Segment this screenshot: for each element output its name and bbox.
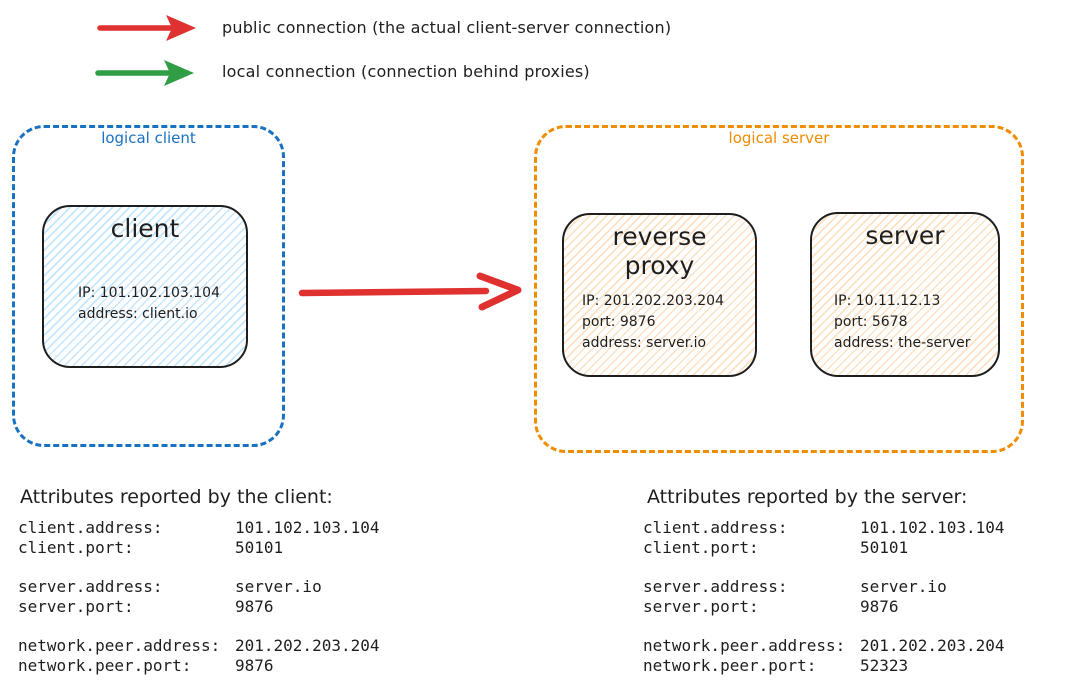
attr-key: network.peer.address: bbox=[643, 636, 846, 655]
attr-key: client.address: bbox=[18, 518, 163, 537]
attr-key: network.peer.port: bbox=[643, 656, 817, 675]
logical-client-frame bbox=[12, 125, 285, 447]
server-node-port: port: 5678 bbox=[834, 314, 908, 330]
client-node-ip: IP: 101.102.103.104 bbox=[78, 285, 220, 301]
client-node-address: address: client.io bbox=[78, 306, 198, 322]
logical-server-frame bbox=[534, 125, 1024, 453]
server-node-title: server bbox=[865, 221, 945, 250]
table-row: network.peer.address: 201.202.203.204 bbox=[643, 636, 1005, 656]
attr-value: 101.102.103.104 bbox=[235, 518, 380, 537]
attr-value: 9876 bbox=[860, 597, 899, 616]
attr-key: network.peer.address: bbox=[18, 636, 221, 655]
attr-value: server.io bbox=[235, 577, 322, 596]
attr-value: 50101 bbox=[235, 538, 284, 557]
table-row: network.peer.address: 201.202.203.204 bbox=[18, 636, 380, 656]
legend-public-connection-label: public connection (the actual client-ser… bbox=[222, 18, 672, 37]
attr-value: 52323 bbox=[860, 656, 909, 675]
table-row: server.address: server.io bbox=[18, 577, 380, 597]
public-connection-arrow-icon bbox=[96, 12, 200, 44]
reverse-proxy-node-address: address: server.io bbox=[582, 335, 707, 351]
reverse-proxy-node-ip: IP: 201.202.203.204 bbox=[582, 293, 724, 309]
client-node: client IP: 101.102.103.104 address: clie… bbox=[42, 205, 248, 368]
attr-key: client.address: bbox=[643, 518, 788, 537]
table-row: server.port: 9876 bbox=[643, 597, 1005, 617]
public-connection-arrow bbox=[294, 268, 526, 316]
attr-value: server.io bbox=[860, 577, 947, 596]
attr-value: 101.102.103.104 bbox=[860, 518, 1005, 537]
client-node-title: client bbox=[110, 214, 180, 243]
table-row: network.peer.port: 9876 bbox=[18, 656, 380, 676]
attr-key: network.peer.port: bbox=[18, 656, 192, 675]
table-row: client.address: 101.102.103.104 bbox=[18, 518, 380, 538]
attr-key: server.port: bbox=[18, 597, 134, 616]
reverse-proxy-node-title: reverse proxy bbox=[612, 222, 707, 280]
server-node: server IP: 10.11.12.13 port: 5678 addres… bbox=[810, 212, 1000, 377]
attr-value: 201.202.203.204 bbox=[235, 636, 380, 655]
legend-local-connection-label: local connection (connection behind prox… bbox=[222, 62, 590, 81]
client-attributes-heading: Attributes reported by the client: bbox=[20, 486, 333, 508]
attr-value: 201.202.203.204 bbox=[860, 636, 1005, 655]
attr-value: 9876 bbox=[235, 597, 274, 616]
attr-key: client.port: bbox=[643, 538, 759, 557]
logical-client-label: logical client bbox=[101, 129, 196, 147]
table-row: client.address: 101.102.103.104 bbox=[643, 518, 1005, 538]
attr-key: server.port: bbox=[643, 597, 759, 616]
table-row: server.address: server.io bbox=[643, 577, 1005, 597]
logical-server-label: logical server bbox=[728, 129, 830, 147]
attr-value: 9876 bbox=[235, 656, 274, 675]
attr-key: server.address: bbox=[18, 577, 163, 596]
attr-value: 50101 bbox=[860, 538, 909, 557]
table-row: network.peer.port: 52323 bbox=[643, 656, 1005, 676]
attr-key: client.port: bbox=[18, 538, 134, 557]
reverse-proxy-node-port: port: 9876 bbox=[582, 314, 656, 330]
server-node-address: address: the-server bbox=[834, 335, 971, 351]
local-connection-arrow-icon bbox=[94, 57, 198, 89]
reverse-proxy-node: reverse proxy IP: 201.202.203.204 port: … bbox=[562, 213, 757, 377]
attr-key: server.address: bbox=[643, 577, 788, 596]
table-row: client.port: 50101 bbox=[643, 538, 1005, 558]
table-row: client.port: 50101 bbox=[18, 538, 380, 558]
table-row: server.port: 9876 bbox=[18, 597, 380, 617]
client-attributes-table: client.address: 101.102.103.104 client.p… bbox=[18, 518, 380, 676]
server-attributes-heading: Attributes reported by the server: bbox=[647, 486, 968, 508]
server-attributes-table: client.address: 101.102.103.104 client.p… bbox=[643, 518, 1005, 676]
server-node-ip: IP: 10.11.12.13 bbox=[834, 293, 941, 309]
